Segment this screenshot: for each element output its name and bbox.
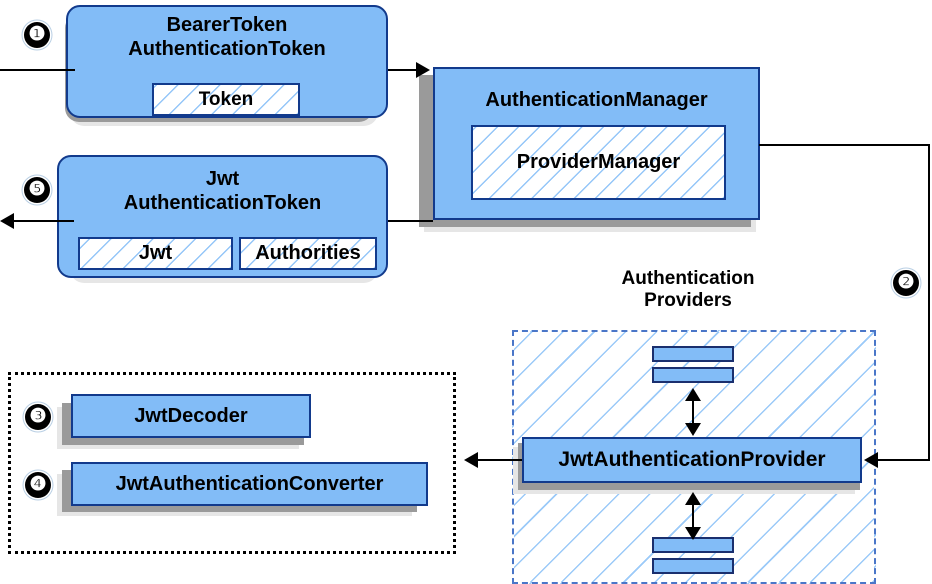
connector-bearer-to-manager bbox=[388, 69, 422, 71]
authentication-manager-title: AuthenticationManager bbox=[485, 89, 708, 111]
jwt-authentication-provider-label: JwtAuthenticationProvider bbox=[558, 448, 826, 471]
arrowhead-provider-top-down bbox=[685, 423, 701, 436]
arrowhead-provider-top-up bbox=[685, 388, 701, 401]
step-badge-5: ❺ bbox=[24, 177, 50, 203]
provider-manager-label: ProviderManager bbox=[516, 151, 681, 173]
bearer-token-title: BearerToken AuthenticationToken bbox=[128, 14, 326, 60]
arrowhead-bearer-to-manager bbox=[416, 62, 430, 78]
arrowhead-response-out bbox=[0, 213, 14, 229]
jwt-authentication-provider-box[interactable]: JwtAuthenticationProvider bbox=[522, 437, 862, 483]
jwt-token-inner-jwt-label: Jwt bbox=[138, 242, 173, 264]
jwt-token-inner-jwt: Jwt bbox=[78, 237, 233, 270]
jwt-authentication-token-box[interactable]: Jwt AuthenticationToken Jwt Authorities bbox=[57, 155, 388, 278]
authentication-manager-box[interactable]: AuthenticationManager ProviderManager bbox=[433, 67, 760, 220]
arrowhead-into-providers bbox=[864, 452, 878, 468]
connector-provider-to-support bbox=[478, 459, 522, 461]
connector-into-providers bbox=[877, 459, 930, 461]
arrowhead-provider-bottom-up bbox=[685, 492, 701, 505]
provider-placeholder-bar-top-2 bbox=[652, 367, 734, 383]
step-badge-4: ❹ bbox=[25, 472, 51, 498]
step-badge-2: ❷ bbox=[893, 270, 919, 296]
arrowhead-provider-to-support bbox=[464, 452, 478, 468]
jwt-authentication-converter-label: JwtAuthenticationConverter bbox=[115, 473, 384, 495]
jwt-token-inner-authorities-label: Authorities bbox=[255, 242, 361, 264]
jwt-token-inner-authorities: Authorities bbox=[239, 237, 377, 270]
jwt-decoder-box[interactable]: JwtDecoder bbox=[71, 394, 311, 438]
step-badge-3: ❸ bbox=[25, 404, 51, 430]
provider-placeholder-bar-bottom-2 bbox=[652, 558, 734, 574]
jwt-decoder-label: JwtDecoder bbox=[134, 405, 248, 427]
jwt-token-title: Jwt AuthenticationToken bbox=[123, 168, 322, 214]
bearer-token-inner-token: Token bbox=[152, 83, 300, 116]
connector-response-out bbox=[14, 220, 74, 222]
provider-placeholder-bar-top-1 bbox=[652, 346, 734, 362]
connector-provider-top bbox=[692, 392, 694, 428]
bearer-token-inner-label: Token bbox=[198, 88, 254, 110]
connector-manager-right bbox=[759, 144, 930, 146]
connector-right-down bbox=[928, 144, 930, 460]
connector-manager-to-jwt-token bbox=[388, 220, 433, 222]
connector-provider-bottom bbox=[692, 496, 694, 532]
bearer-token-box[interactable]: BearerToken AuthenticationToken Token bbox=[66, 5, 388, 118]
step-badge-1: ❶ bbox=[24, 22, 50, 48]
provider-manager-inner: ProviderManager bbox=[471, 125, 726, 200]
jwt-authentication-converter-box[interactable]: JwtAuthenticationConverter bbox=[71, 462, 428, 506]
arrowhead-provider-bottom-down bbox=[685, 527, 701, 540]
authentication-providers-label: Authentication Providers bbox=[621, 268, 755, 312]
connector-request-in bbox=[0, 69, 75, 71]
